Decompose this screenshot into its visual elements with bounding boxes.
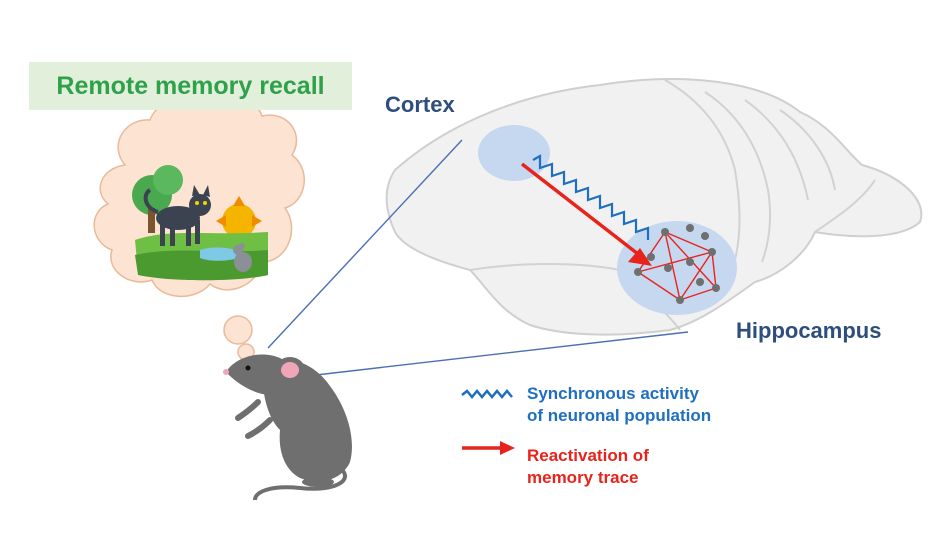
thought-dot-large [223,315,253,345]
title-box: Remote memory recall [29,62,352,110]
projection-line-top [267,139,463,349]
sun-icon [222,204,256,238]
memory-trace-network [637,231,717,301]
legend-synchronous: Synchronous activity of neuronal populat… [527,383,767,427]
mouse-nose [223,369,229,375]
synchronous-wave [532,154,650,240]
tree-foliage [153,165,183,195]
legend-wave-icon [461,389,513,399]
sun-rays [216,215,226,227]
memory-scene [132,165,268,281]
neuron-dots [634,224,720,304]
brain-fold [664,79,741,261]
reactivation-arrow-head [628,248,652,266]
mouse-illustration [223,354,352,501]
small-mouse-icon [233,243,252,272]
mouse-ear-inner [281,362,299,378]
reactivation-arrow [520,162,640,256]
brain-fold [744,99,809,201]
cortex-region [478,125,550,181]
cat-eye [195,201,199,205]
sun-rays [252,215,262,227]
mouse-tail [253,466,347,501]
legend-reactivation: Reactivation of memory trace [527,445,767,489]
mouse-eye [245,365,251,371]
brain-fold [779,109,836,191]
projection-line-bottom [289,331,689,379]
legend-synchronous-line1: Synchronous activity [527,384,699,403]
legend-synchronous-line2: of neuronal population [527,406,712,425]
cortex-label: Cortex [385,92,455,117]
thought-bubble [93,97,305,361]
mouse-paw [245,417,273,439]
tree-trunk [148,208,155,233]
sun-rays [233,196,245,206]
diagram-title: Remote memory recall [56,71,325,100]
brain-fold [469,263,621,271]
cat-icon [143,185,211,246]
brain-fold [814,179,876,233]
legend-reactivation-line1: Reactivation of [527,446,649,465]
mouse-foot [302,477,334,487]
hippocampus-label: Hippocampus [736,318,882,343]
cat-eye [203,201,207,205]
brain-illustration [385,78,923,336]
mouse-paw [235,399,261,421]
legend-reactivation-line2: memory trace [527,468,639,487]
brain-fold [704,91,771,263]
mouse-head [226,354,292,396]
legend-arrow-head [500,441,515,455]
